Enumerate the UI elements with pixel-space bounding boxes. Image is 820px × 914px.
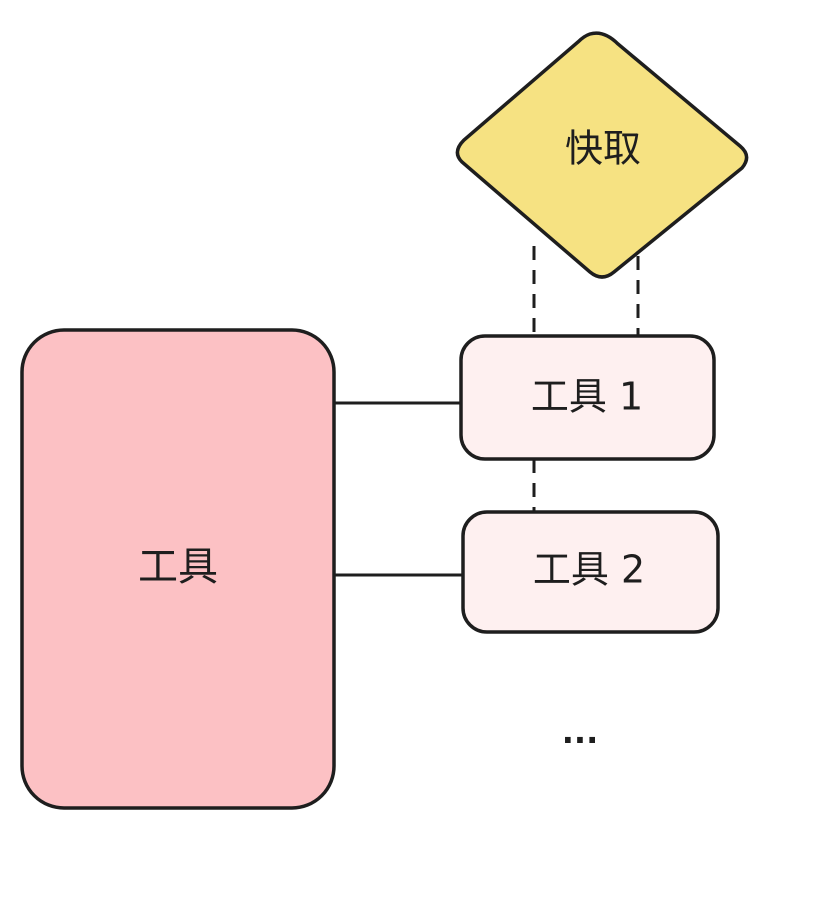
tool-main-label: 工具: [138, 544, 218, 590]
cache-node: 快取: [455, 31, 749, 279]
tool-item-2-box: [461, 510, 720, 634]
tool-item-1-label: 工具 1: [531, 375, 643, 419]
cache-diamond: [455, 31, 749, 279]
cache-label: 快取: [565, 127, 641, 171]
tool-item-1-box: [459, 334, 716, 461]
tool-item-1-node: 工具 1: [459, 334, 716, 461]
more-ellipsis: ...: [562, 713, 598, 751]
tool-main-node: 工具: [20, 328, 336, 810]
tool-item-2-label: 工具 2: [533, 548, 645, 592]
tool-item-2-node: 工具 2: [461, 510, 720, 634]
tool-main-box: [20, 328, 336, 810]
